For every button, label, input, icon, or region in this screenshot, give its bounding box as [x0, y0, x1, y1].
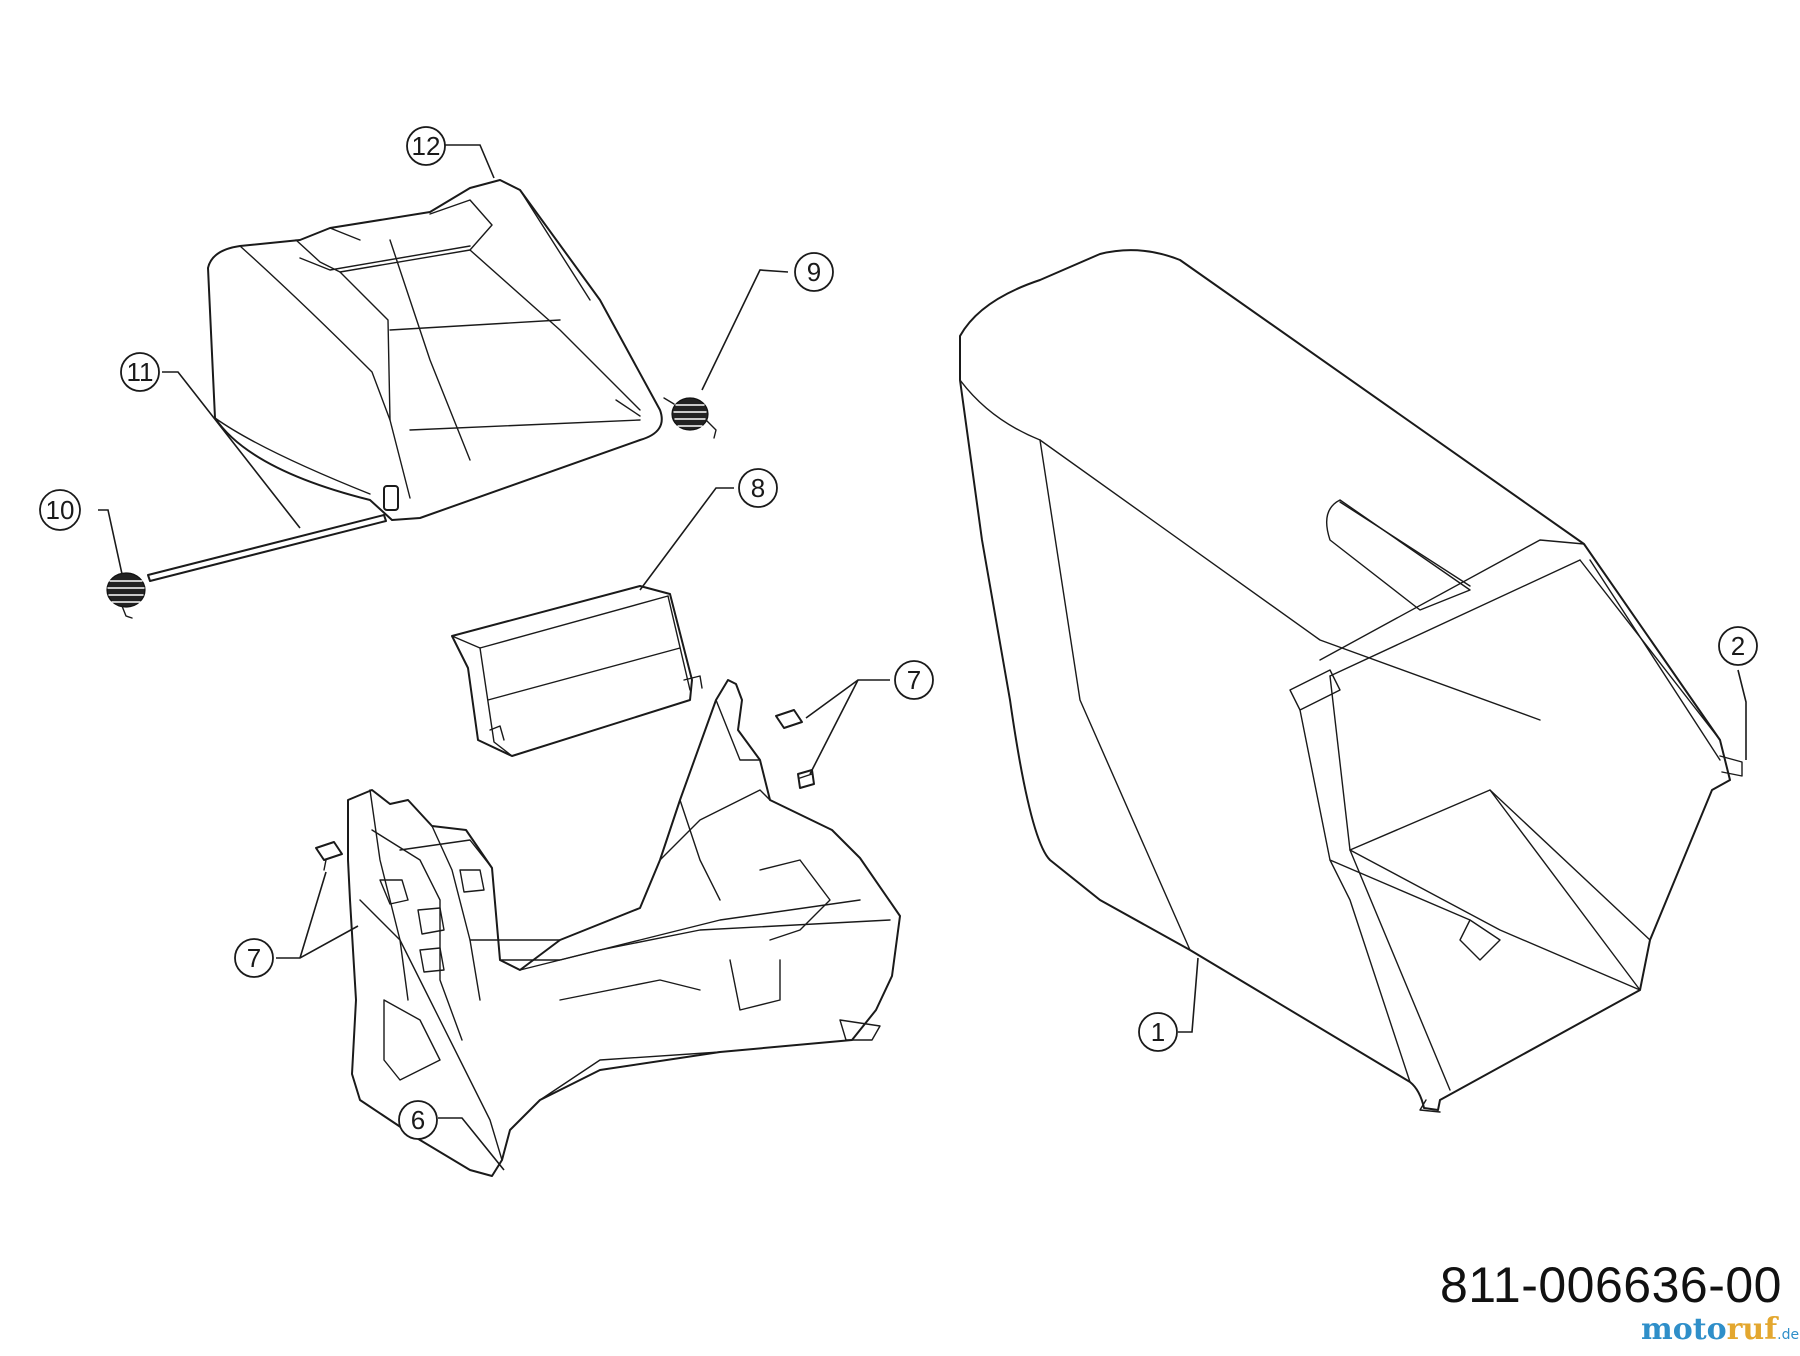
callout-7-upper-label: 7: [907, 665, 921, 695]
callout-7-upper: 7: [894, 660, 934, 700]
callout-11: 11: [120, 352, 160, 392]
callout-7-lower-label: 7: [247, 943, 261, 973]
callout-2-label: 2: [1731, 631, 1745, 661]
callout-11-label: 11: [127, 357, 154, 387]
callout-6-label: 6: [411, 1105, 425, 1135]
part-8-plate: [451, 585, 703, 757]
part-11-rod: [147, 514, 387, 582]
callout-6: 6: [398, 1100, 438, 1140]
leader-lines: [98, 144, 1747, 1171]
callout-9: 9: [794, 252, 834, 292]
callout-12-label: 12: [412, 131, 441, 161]
part-9-spring: [663, 397, 717, 439]
callout-9-label: 9: [807, 257, 821, 287]
part-12-cover: [207, 179, 663, 521]
callout-8: 8: [738, 468, 778, 508]
watermark-text-3: .de: [1777, 1327, 1800, 1343]
watermark-logo: motoruf.de: [1641, 1312, 1799, 1347]
part-1-catcher-bag: [959, 249, 1743, 1113]
callout-1-label: 1: [1151, 1017, 1165, 1047]
part-7-nut-lower: [315, 841, 343, 871]
callout-12: 12: [406, 126, 446, 166]
part-10-spring: [106, 572, 146, 619]
diagram-part-number: 811-006636-00: [1440, 1257, 1782, 1313]
part-6-housing: [347, 679, 901, 1177]
callout-10: 10: [39, 489, 81, 531]
callout-2: 2: [1718, 626, 1758, 666]
callout-8-label: 8: [751, 473, 765, 503]
watermark-text-2: ruf: [1726, 1312, 1778, 1347]
part-7-nut-upper: [775, 709, 815, 789]
callout-7-lower: 7: [234, 938, 274, 978]
watermark-text-1: moto: [1641, 1312, 1727, 1347]
callout-10-label: 10: [46, 495, 75, 525]
callout-1: 1: [1138, 1012, 1178, 1052]
